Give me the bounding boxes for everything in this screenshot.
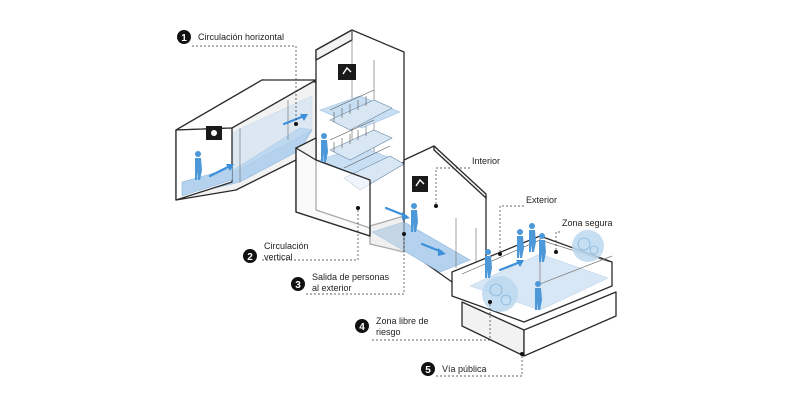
- person-icon: [485, 249, 492, 278]
- exit-sign-icon: [206, 126, 222, 140]
- leader-lines: [192, 45, 560, 377]
- callout-number: 3: [295, 280, 301, 291]
- callout-label: Circulación horizontal: [198, 32, 284, 42]
- callout-label-line2: vertical: [264, 252, 293, 262]
- callout-label-line1: Circulación: [264, 241, 309, 251]
- callout-3: 3 Salida de personas al exterior: [291, 272, 390, 293]
- label-zona-segura: Zona segura: [562, 218, 613, 228]
- person-icon: [529, 223, 536, 252]
- callout-label-line1: Salida de personas: [312, 272, 390, 282]
- exit-sign-icon: [338, 64, 356, 80]
- tree-right: [572, 230, 604, 262]
- direction-arrow-icon: [420, 242, 446, 256]
- callout-number: 1: [181, 33, 187, 44]
- tree-left: [482, 276, 518, 312]
- direction-arrow-icon: [498, 260, 524, 272]
- label-exterior: Exterior: [526, 195, 557, 205]
- plain-labels: Interior Exterior Zona segura: [472, 156, 613, 228]
- stair-tower: [295, 29, 405, 237]
- person-icon: [535, 281, 542, 310]
- callout-4: 4 Zona libre de riesgo: [355, 316, 429, 337]
- callout-label-line1: Zona libre de: [376, 316, 429, 326]
- direction-arrow-icon: [282, 114, 308, 126]
- person-icon: [517, 229, 524, 258]
- person-icon: [321, 133, 328, 162]
- horizontal-corridor: [175, 79, 317, 201]
- callout-label-line2: riesgo: [376, 327, 401, 337]
- callout-label: Vía pública: [442, 364, 487, 374]
- person-icon: [411, 203, 418, 232]
- callout-5: 5 Vía pública: [421, 362, 487, 376]
- person-icon: [195, 151, 202, 180]
- exit-sign-icon: [412, 176, 428, 192]
- callout-label-line2: al exterior: [312, 283, 352, 293]
- label-interior: Interior: [472, 156, 500, 166]
- callout-number: 4: [359, 322, 365, 333]
- callout-number: 2: [247, 252, 253, 263]
- callout-2: 2 Circulación vertical: [243, 241, 309, 263]
- direction-arrow-icon: [384, 206, 410, 220]
- person-icon: [539, 233, 546, 262]
- callout-1: 1 Circulación horizontal: [177, 30, 284, 44]
- direction-arrow-icon: [208, 164, 234, 178]
- callout-number: 5: [425, 365, 431, 376]
